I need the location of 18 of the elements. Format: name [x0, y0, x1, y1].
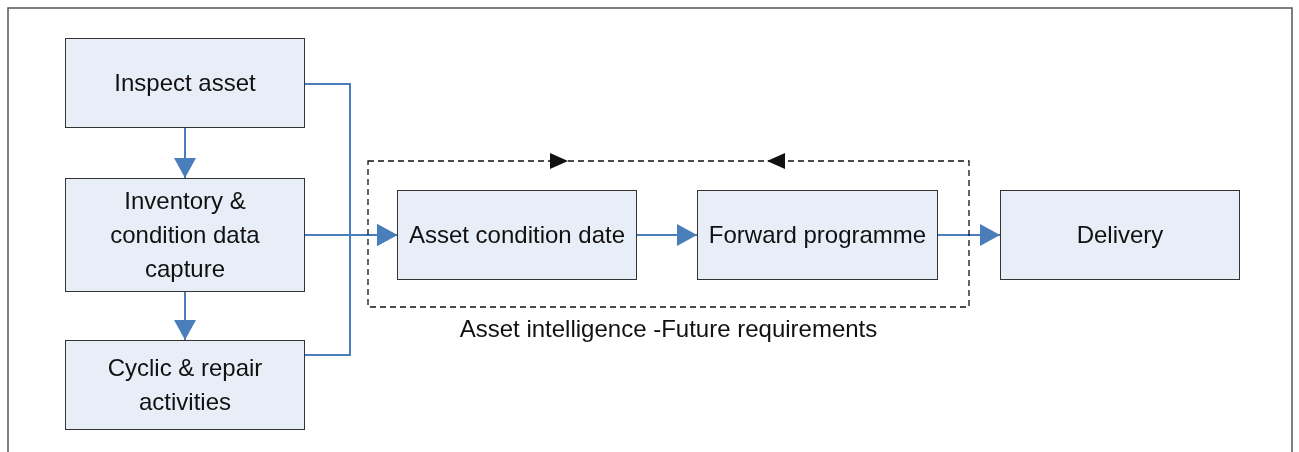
process-box	[697, 190, 938, 280]
process-box	[65, 340, 305, 430]
box-label: Inspect asset	[114, 68, 256, 98]
process-box	[65, 178, 305, 292]
group-label: Asset intelligence -Future requirements	[458, 314, 879, 344]
box-label: Inventory & condition data capture	[109, 186, 261, 284]
box-label: Asset condition date	[408, 220, 626, 250]
box-label: Forward programme	[708, 220, 927, 250]
arrow	[636, 224, 698, 246]
box-label: Delivery	[1076, 220, 1164, 250]
box-label: Cyclic & repair activities	[106, 353, 264, 417]
arrow	[937, 224, 1001, 246]
arrow	[174, 291, 196, 341]
arrow	[174, 127, 196, 179]
process-box	[65, 38, 305, 128]
process-box	[1000, 190, 1240, 280]
process-box	[397, 190, 637, 280]
arrow	[304, 224, 398, 356]
